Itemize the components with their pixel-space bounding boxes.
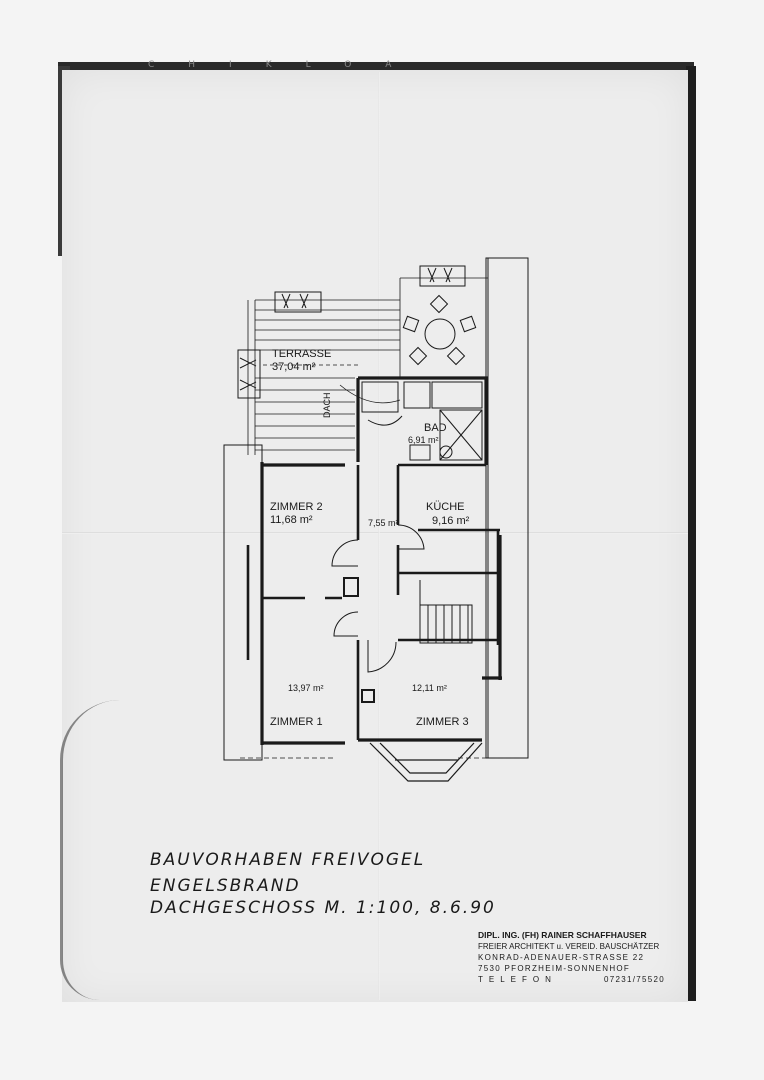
scan-right-shadow (686, 66, 696, 1001)
paper-curl-shadow (60, 700, 173, 1000)
dach-label: DACH (322, 392, 332, 418)
paper-fold-horizontal (62, 532, 688, 534)
zimmer3-name: ZIMMER 3 (416, 716, 469, 728)
handwritten-floor-scale-date: DACHGESCHOSS M. 1:100, 8.6.90 (150, 898, 496, 918)
bay-window (369, 742, 483, 782)
zimmer2-area: 11,68 m² (270, 514, 313, 526)
bath-name: BAD (424, 422, 447, 434)
paper-fold-vertical (378, 72, 380, 1000)
handwritten-location: ENGELSBRAND (150, 876, 301, 896)
paper-sheet (62, 70, 688, 1002)
stamp-line-4: 7530 PFORZHEIM-SONNENHOF (478, 964, 631, 973)
chimneys (343, 577, 375, 703)
roof-eave-left (223, 444, 263, 761)
staircase (419, 580, 473, 644)
handwritten-project: BAUVORHABEN FREIVOGEL (150, 850, 426, 870)
hallway-area: 7,55 m² (368, 518, 399, 528)
zimmer1-area: 13,97 m² (288, 683, 324, 693)
terrace-area: 37,04 m² (272, 361, 316, 373)
stamp-line-1: DIPL. ING. (FH) RAINER SCHAFFHAUSER (478, 930, 647, 940)
stamp-line-2: FREIER ARCHITEKT u. VEREID. BAUSCHÄTZER (478, 942, 660, 951)
scan-top-edge: CHIKLOA (58, 60, 694, 72)
terrace-hatching (247, 277, 488, 455)
door-swings (331, 524, 425, 673)
outer-walls (260, 376, 502, 745)
kueche-name: KÜCHE (426, 501, 465, 513)
terrace-planter-left (237, 291, 322, 399)
scan-header-text: CHIKLOA (148, 60, 426, 70)
inner-walls (246, 463, 500, 740)
stamp-phone-label: TELEFON (478, 975, 557, 984)
stamp-phone-number: 07231/75520 (603, 975, 665, 984)
stamp-line-5: TELEFON 07231/75520 (478, 974, 683, 985)
zimmer2-name: ZIMMER 2 (270, 501, 323, 513)
terrace-planter-top (419, 265, 466, 287)
bathroom-fixtures (339, 381, 483, 461)
architect-stamp: DIPL. ING. (FH) RAINER SCHAFFHAUSER FREI… (478, 930, 683, 985)
terrace-table-set (402, 294, 477, 366)
kueche-area: 9,16 m² (432, 515, 470, 527)
stamp-line-3: KONRAD-ADENAUER-STRASSE 22 (478, 953, 645, 962)
terrace-name: TERRASSE (272, 348, 332, 360)
roof-eave-right (485, 257, 529, 759)
zimmer3-area: 12,11 m² (412, 683, 447, 693)
bath-area: 6,91 m² (408, 435, 439, 445)
zimmer1-name: ZIMMER 1 (270, 716, 323, 728)
